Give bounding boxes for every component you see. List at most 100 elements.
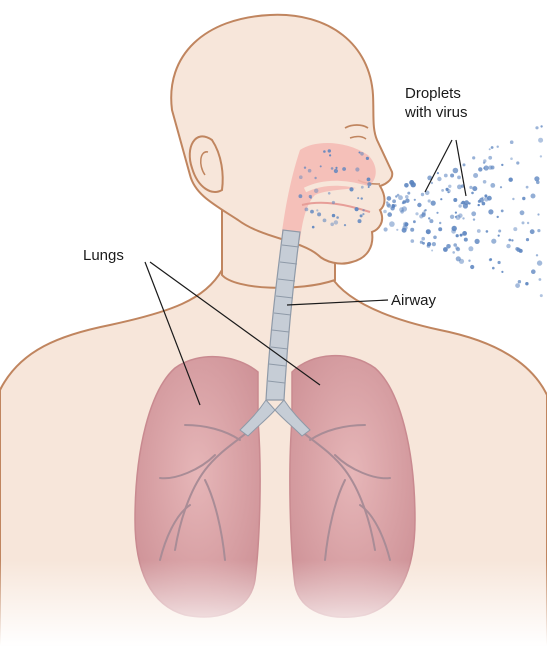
- droplet-dot: [473, 218, 475, 220]
- droplet-dot: [451, 229, 456, 234]
- droplet-dot: [421, 213, 425, 217]
- droplet-dot: [320, 165, 322, 167]
- droplet-dot: [539, 278, 542, 281]
- droplet-dot: [387, 212, 392, 217]
- droplet-dot: [336, 216, 339, 219]
- airway-label: Airway: [391, 291, 436, 310]
- droplet-dot: [531, 269, 536, 274]
- droplet-dot: [537, 213, 539, 215]
- droplet-dot: [355, 167, 359, 171]
- droplet-dot: [323, 150, 326, 153]
- droplet-dot: [483, 162, 485, 164]
- droplet-dot: [530, 229, 535, 234]
- droplet-dot: [525, 282, 528, 285]
- droplet-dot: [366, 157, 369, 160]
- droplet-dot: [498, 230, 501, 233]
- droplet-dot: [498, 235, 500, 237]
- droplet-dot: [426, 229, 431, 234]
- droplet-dot: [488, 165, 492, 169]
- droplet-dot: [477, 229, 481, 233]
- droplet-dot: [462, 217, 464, 219]
- droplet-dot: [481, 197, 483, 199]
- droplet-dot: [531, 194, 536, 199]
- droplet-dot: [515, 283, 520, 288]
- droplet-dot: [509, 178, 513, 182]
- droplet-dot: [384, 227, 388, 231]
- droplet-dot: [407, 192, 410, 195]
- droplet-dot: [450, 215, 454, 219]
- droplet-dot: [464, 238, 468, 242]
- droplet-dot: [475, 239, 480, 244]
- droplet-dot: [360, 152, 364, 156]
- droplet-dot: [314, 177, 316, 179]
- droplet-dot: [427, 244, 431, 248]
- droplet-dot: [362, 213, 364, 215]
- droplet-dot: [471, 211, 476, 216]
- droplet-dot: [438, 227, 442, 231]
- droplet-dot: [396, 229, 398, 231]
- droplet-dot: [472, 186, 477, 191]
- droplet-dot: [432, 242, 436, 246]
- droplet-dot: [386, 201, 388, 203]
- droplet-dot: [404, 222, 408, 226]
- droplets-with-virus-label: Droplets with virus: [405, 84, 515, 122]
- droplet-dot: [361, 186, 364, 189]
- droplet-dot: [470, 265, 474, 269]
- droplet-dot: [536, 254, 538, 256]
- droplet-dot: [331, 167, 334, 170]
- droplet-dot: [448, 185, 451, 188]
- droplet-dot: [349, 187, 353, 191]
- droplet-dot: [455, 246, 459, 250]
- droplet-dot: [471, 192, 474, 195]
- droplet-dot: [497, 146, 499, 148]
- droplet-dot: [527, 222, 529, 224]
- droplet-dot: [513, 227, 517, 231]
- droplet-dot: [460, 234, 463, 237]
- droplet-dot: [414, 199, 416, 201]
- droplet-dot: [446, 244, 451, 249]
- droplet-dot: [472, 156, 475, 159]
- droplet-dot: [305, 208, 309, 212]
- droplet-dot: [457, 185, 462, 190]
- droplet-dot: [415, 212, 418, 215]
- droplet-dot: [462, 231, 467, 236]
- droplet-dot: [355, 207, 359, 211]
- droplet-dot: [535, 126, 538, 129]
- droplet-dot: [478, 167, 482, 171]
- droplet-dot: [335, 167, 337, 169]
- droplet-dot: [453, 198, 457, 202]
- droplet-dot: [417, 203, 421, 207]
- droplet-dot: [450, 174, 454, 178]
- droplet-dot: [395, 195, 397, 197]
- droplet-dot: [455, 212, 457, 214]
- droplet-dot: [511, 239, 513, 241]
- droplet-dot: [506, 244, 510, 248]
- droplet-dot: [540, 155, 542, 157]
- droplet-dot: [501, 271, 503, 273]
- droplet-dot: [488, 209, 493, 214]
- droplet-dot: [482, 202, 486, 206]
- droplet-dot: [437, 172, 439, 174]
- droplet-dot: [361, 197, 363, 199]
- droplet-dot: [437, 177, 441, 181]
- droplet-dot: [526, 186, 529, 189]
- droplet-dot: [540, 125, 542, 127]
- droplet-dot: [399, 207, 404, 212]
- droplet-dot: [413, 220, 416, 223]
- droplet-dot: [357, 197, 359, 199]
- droplet-dot: [387, 204, 391, 208]
- droplet-dot: [492, 267, 495, 270]
- droplet-dot: [447, 189, 451, 193]
- droplet-dot: [526, 238, 529, 241]
- droplet-dot: [483, 180, 487, 184]
- droplet-dot: [304, 167, 306, 169]
- droplet-dot: [420, 241, 423, 244]
- droplet-dot: [316, 209, 318, 211]
- droplet-dot: [421, 193, 424, 196]
- droplet-dot: [540, 294, 543, 297]
- droplet-dot: [501, 210, 504, 213]
- droplet-dot: [389, 221, 395, 227]
- droplet-dot: [344, 224, 346, 226]
- droplet-dot: [468, 260, 470, 262]
